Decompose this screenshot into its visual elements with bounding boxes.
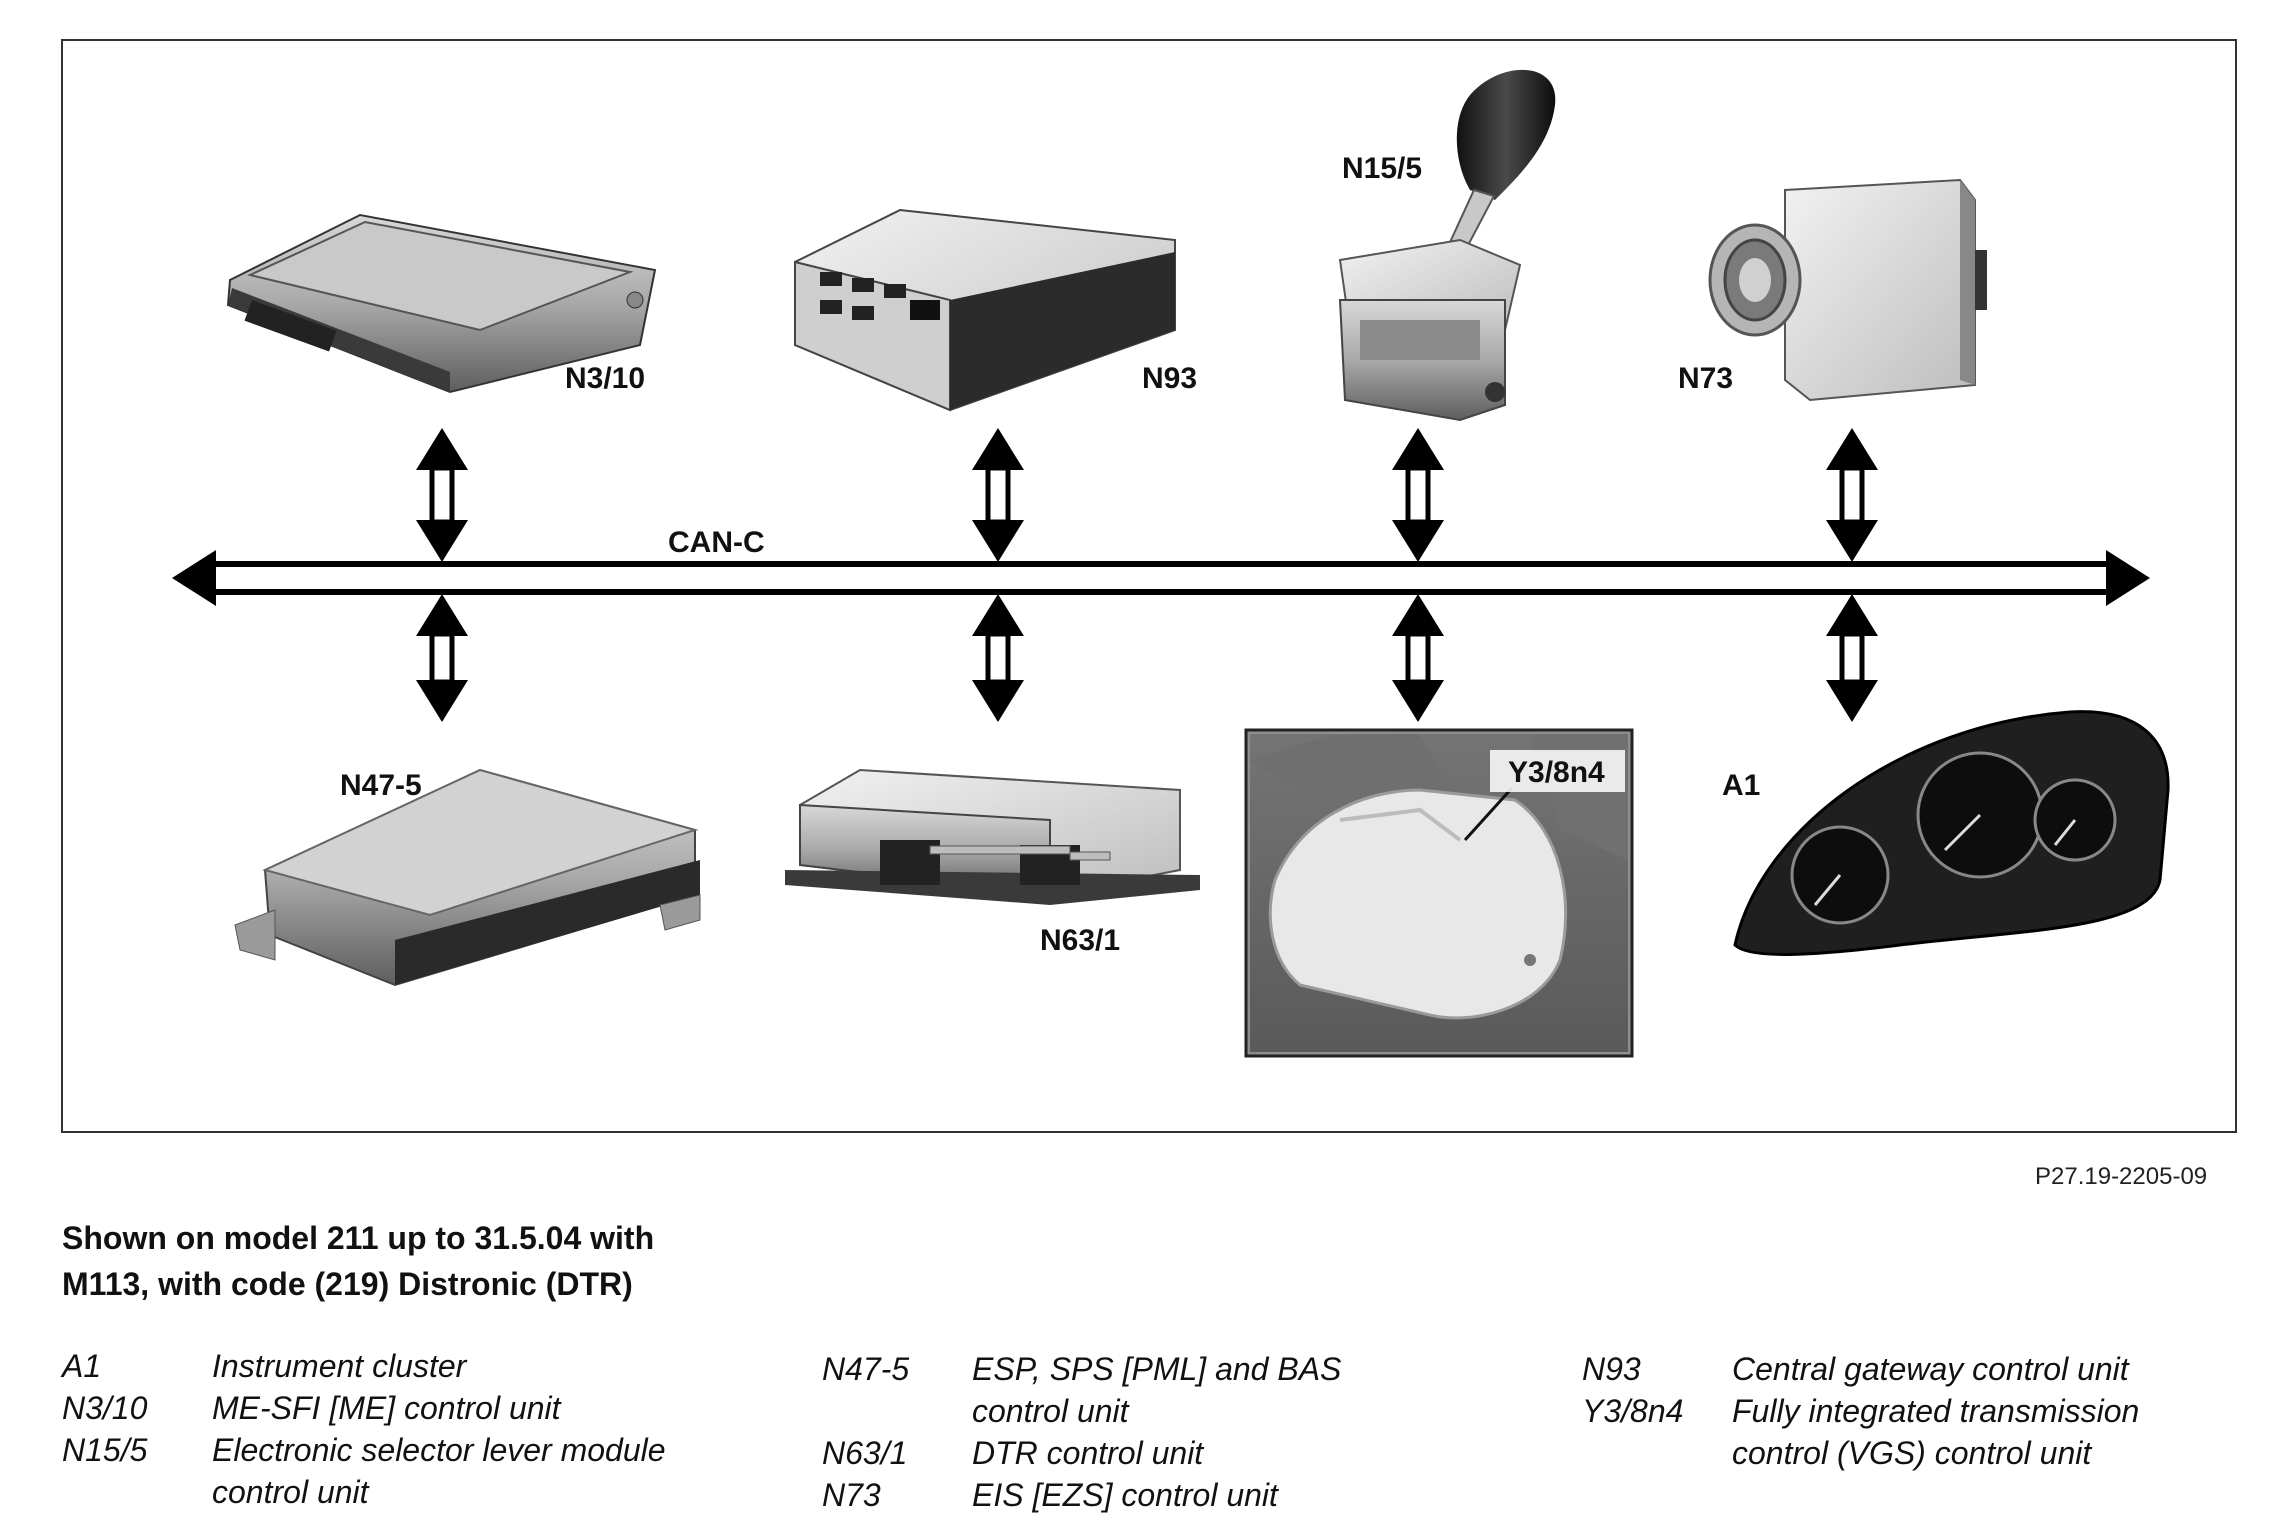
- connector-y3-8n4: [1392, 594, 1444, 722]
- legend-desc: ESP, SPS [PML] and BAS: [972, 1351, 1342, 1387]
- legend-column-2: N47-5 ESP, SPS [PML] and BAS control uni…: [822, 1348, 1341, 1516]
- legend-code: N15/5: [62, 1432, 148, 1468]
- n73-control-unit-image: [1708, 178, 1987, 402]
- label-a1: A1: [1722, 769, 1760, 802]
- connector-n73: [1826, 428, 1878, 562]
- legend-desc: ME-SFI [ME] control unit: [212, 1390, 561, 1426]
- label-n15-5: N15/5: [1342, 152, 1422, 185]
- n15-5-selector-lever-image: [1338, 69, 1556, 422]
- label-n47-5: N47-5: [340, 769, 422, 802]
- legend-code: N63/1: [822, 1435, 908, 1471]
- legend-item: N47-5 ESP, SPS [PML] and BAS control uni…: [822, 1348, 1341, 1432]
- legend-item: N3/10 ME-SFI [ME] control unit: [62, 1387, 666, 1429]
- legend-item: N93 Central gateway control unit: [1582, 1348, 2139, 1390]
- legend-desc: Instrument cluster: [212, 1348, 467, 1384]
- caption-line-1: Shown on model 211 up to 31.5.04 with: [62, 1220, 655, 1256]
- legend-desc: Electronic selector lever module: [212, 1432, 666, 1468]
- legend-desc: Fully integrated transmission: [1732, 1393, 2140, 1429]
- legend-desc-cont: control (VGS) control unit: [1732, 1435, 2092, 1471]
- legend-code: N47-5: [822, 1351, 910, 1387]
- legend-desc: Central gateway control unit: [1732, 1351, 2129, 1387]
- connector-n15-5: [1392, 428, 1444, 562]
- connector-n47-5: [416, 594, 468, 722]
- legend-desc-cont: control unit: [212, 1474, 369, 1510]
- n93-control-unit-image: [794, 208, 1176, 412]
- legend-code: A1: [62, 1348, 102, 1384]
- legend-column-3: N93 Central gateway control unit Y3/8n4 …: [1582, 1348, 2139, 1474]
- label-n63-1: N63/1: [1040, 924, 1120, 957]
- legend-code: Y3/8n4: [1582, 1393, 1684, 1429]
- legend-item: N15/5 Electronic selector lever module c…: [62, 1429, 666, 1513]
- figure-reference: P27.19-2205-09: [2035, 1163, 2208, 1190]
- connector-n3-10: [416, 428, 468, 562]
- can-c-label: CAN-C: [668, 526, 765, 559]
- label-n3-10: N3/10: [565, 362, 645, 395]
- connector-n63-1: [972, 594, 1024, 722]
- label-y3-8n4: Y3/8n4: [1508, 756, 1605, 789]
- legend-item: A1 Instrument cluster: [62, 1345, 666, 1387]
- legend-code: N73: [822, 1477, 881, 1513]
- n47-5-control-unit-image: [234, 768, 701, 987]
- n3-10-control-unit-image: [226, 213, 657, 394]
- legend-item: N73 EIS [EZS] control unit: [822, 1474, 1341, 1516]
- legend-column-1: A1 Instrument cluster N3/10 ME-SFI [ME] …: [62, 1345, 666, 1513]
- legend-code: N3/10: [62, 1390, 148, 1426]
- legend-desc: EIS [EZS] control unit: [972, 1477, 1278, 1513]
- legend-item: N63/1 DTR control unit: [822, 1432, 1341, 1474]
- connector-a1: [1826, 594, 1878, 722]
- legend-desc-cont: control unit: [972, 1393, 1129, 1429]
- caption-line-2: M113, with code (219) Distronic (DTR): [62, 1266, 633, 1302]
- figure-caption: Shown on model 211 up to 31.5.04 with M1…: [62, 1215, 654, 1307]
- can-c-bus: [172, 550, 2150, 606]
- legend-code: N93: [1582, 1351, 1641, 1387]
- connector-n93: [972, 428, 1024, 562]
- n63-1-control-unit-image: [785, 768, 1200, 905]
- label-n93: N93: [1142, 362, 1197, 395]
- legend-item: Y3/8n4 Fully integrated transmission con…: [1582, 1390, 2139, 1474]
- label-n73: N73: [1678, 362, 1733, 395]
- y3-8n4-control-unit-image: [1244, 728, 1634, 1058]
- legend-desc: DTR control unit: [972, 1435, 1204, 1471]
- a1-instrument-cluster-image: [1733, 710, 2170, 956]
